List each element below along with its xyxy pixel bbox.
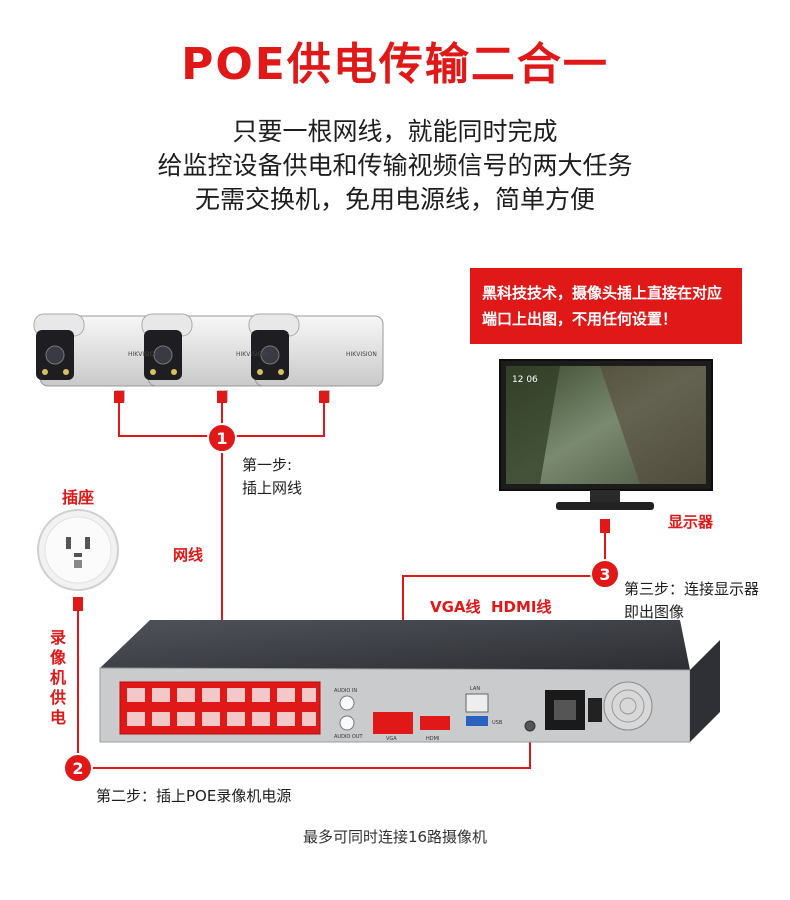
footer-note: 最多可同时连接16路摄像机 [302, 828, 488, 846]
camera-2-brand: HIKVISION [236, 351, 267, 358]
camera-1 [33, 313, 166, 402]
step-1-number: 1 [216, 429, 227, 448]
nvr-lan-label: LAN [470, 686, 480, 692]
nvr-usb-label: USB [492, 720, 503, 726]
socket-label: 插座 [62, 488, 95, 507]
monitor-icon [499, 359, 713, 510]
step-marker-1: 1 [207, 423, 237, 453]
step-3-number: 3 [599, 565, 610, 584]
step-1-label: 第一步: 插上网线 [242, 454, 302, 500]
socket-icon [37, 509, 119, 591]
step-marker-2: 2 [63, 753, 93, 783]
power-cable [73, 597, 531, 769]
step-2-label: 第二步：插上POE录像机电源 [96, 787, 292, 805]
step-3-label: 第三步：连接显示器 即出图像 [624, 578, 759, 624]
vga-hdmi-label: VGA线 HDMI线 [430, 598, 552, 616]
nvr-vga-label: VGA [386, 736, 397, 742]
subtitle-line-1: 只要一根网线，就能同时完成 [232, 117, 558, 146]
step-2-number: 2 [72, 759, 83, 778]
nvr-power-label: 录像机供电 [49, 628, 66, 727]
step-1-title: 第一步: [242, 456, 293, 474]
monitor-label: 显示器 [668, 513, 714, 531]
tech-callout: 黑科技技术，摄像头插上直接在对应端口上出图，不用任何设置！ [470, 268, 742, 344]
subtitle-line-3: 无需交换机，免用电源线，简单方便 [194, 185, 595, 214]
nvr-audio-in-label: AUDIO IN [334, 688, 357, 694]
nvr-hdmi-label: HDMI [426, 736, 439, 742]
step-3-title: 第三步：连接显示器 [624, 580, 760, 598]
monitor-screen-time: 12 06 [512, 375, 538, 385]
nvr-audio-out-label: AUDIO OUT [334, 734, 364, 740]
network-cable-label: 网线 [173, 546, 204, 564]
camera-3 [248, 313, 384, 402]
nvr-poe-ports [127, 688, 316, 726]
page-title: POE供电传输二合一 [181, 39, 609, 90]
camera-3-brand: HIKVISION [346, 351, 377, 358]
step-marker-3: 3 [590, 559, 620, 589]
step-3-desc: 即出图像 [624, 603, 685, 621]
step-1-desc: 插上网线 [242, 479, 303, 497]
subtitle-line-2: 给监控设备供电和传输视频信号的两大任务 [157, 151, 633, 180]
camera-1-brand: HIKVISION [128, 351, 159, 358]
